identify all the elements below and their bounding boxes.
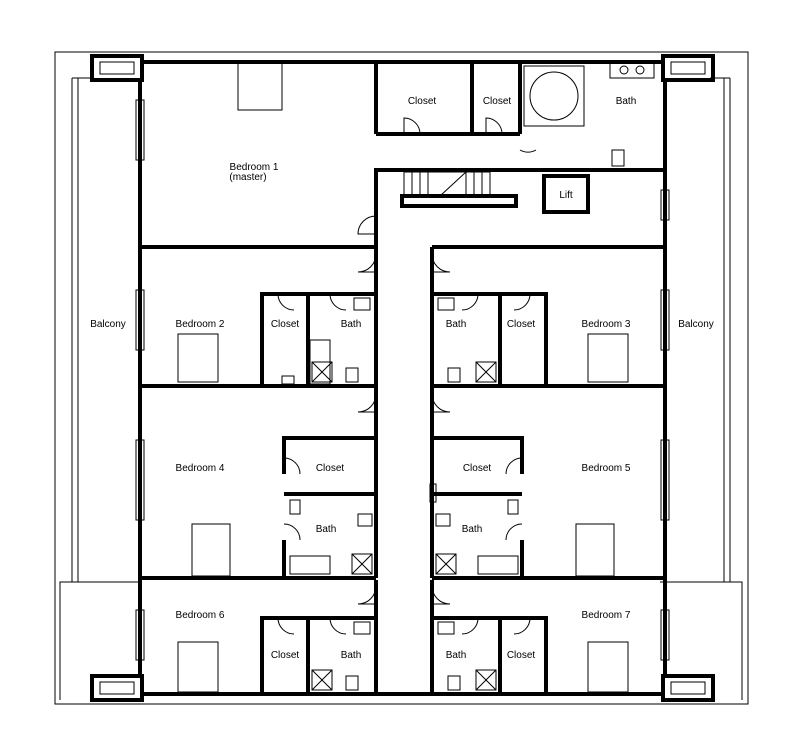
sink: [609, 61, 655, 79]
suite-right-7: [432, 616, 629, 693]
toilet: [611, 149, 625, 167]
label-closet4: Closet: [316, 463, 345, 474]
label-balcony-right: Balcony: [678, 319, 714, 330]
label-closet5: Closet: [463, 463, 492, 474]
label-closet6: Closet: [271, 650, 300, 661]
label-bath3: Bath: [446, 319, 467, 330]
label-bath4: Bath: [316, 524, 337, 535]
label-lift: Lift: [559, 190, 573, 201]
label-bath2: Bath: [341, 319, 362, 330]
label-bath6: Bath: [341, 650, 362, 661]
site-boundary: [54, 51, 749, 705]
label-bedroom1: Bedroom 1: [230, 162, 279, 173]
balcony-right: [660, 77, 743, 700]
suite-right-5: [432, 436, 615, 577]
label-closet2: Closet: [271, 319, 300, 330]
label-balcony-left: Balcony: [90, 319, 126, 330]
label-bedroom5: Bedroom 5: [582, 463, 631, 474]
label-bedroom7: Bedroom 7: [582, 610, 631, 621]
label-closet-top-b: Closet: [483, 96, 512, 107]
bed1: [237, 61, 283, 111]
label-bedroom2: Bedroom 2: [176, 319, 225, 330]
label-bedroom6: Bedroom 6: [176, 610, 225, 621]
lift-shaft: [542, 174, 590, 214]
suite-right-3: [432, 292, 629, 384]
label-bedroom3: Bedroom 3: [582, 319, 631, 330]
corridor-doors: [357, 215, 451, 605]
room-labels: Bedroom 1 (master) Closet Closet Bath Li…: [90, 96, 714, 661]
corner-columns: [90, 54, 715, 702]
suite-left-6: [177, 616, 376, 693]
balcony-left: [59, 77, 140, 700]
suite-left-2: [177, 292, 376, 385]
label-bath-top: Bath: [616, 96, 637, 107]
label-bedroom4: Bedroom 4: [176, 463, 225, 474]
label-bath7: Bath: [446, 650, 467, 661]
bathtub-round: [523, 65, 585, 127]
top-partitions: [237, 61, 655, 167]
label-closet3: Closet: [507, 319, 536, 330]
label-bath5: Bath: [462, 524, 483, 535]
exterior-walls: [135, 60, 670, 696]
stair-lift: [400, 171, 590, 214]
label-bedroom1-sub: (master): [229, 172, 266, 183]
label-closet7: Closet: [507, 650, 536, 661]
staircase: [403, 171, 491, 197]
suite-left-4: [191, 436, 376, 577]
label-closet-top-a: Closet: [408, 96, 437, 107]
